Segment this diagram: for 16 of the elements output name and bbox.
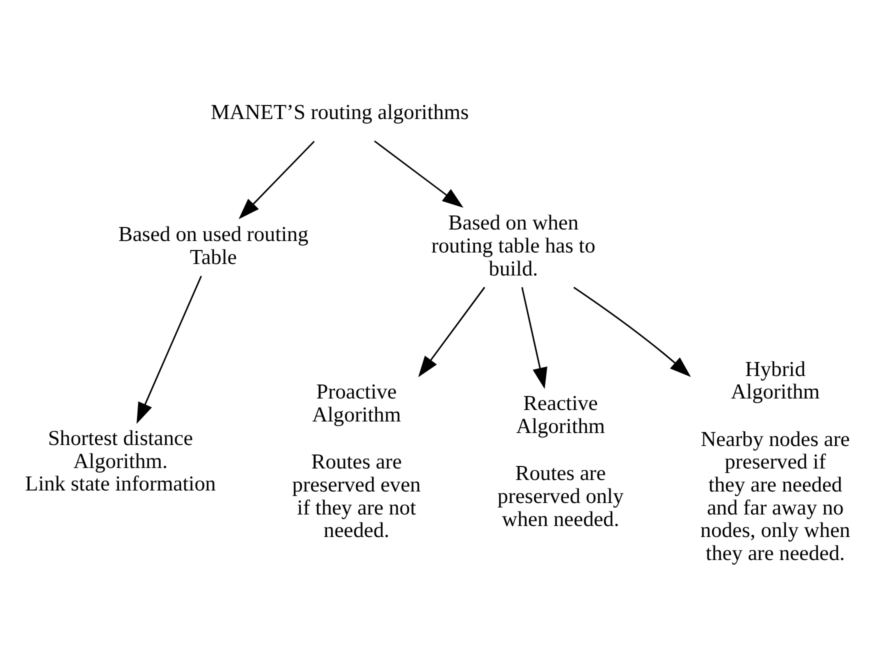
arrow	[573, 286, 691, 378]
node-text: Based on used routing Table	[118, 222, 308, 269]
arrow	[238, 140, 315, 220]
node-text: MANET’S routing algorithms	[210, 100, 469, 124]
arrow	[521, 287, 548, 390]
node-label: Routes are preserved even if they are not needed.	[292, 450, 421, 542]
arrow	[136, 276, 202, 424]
node-text: Based on when routing table has to build.	[431, 210, 596, 280]
node-text: Shortest distance Algorithm. Link state information	[25, 426, 216, 496]
node-label: Routes are preserved only when needed.	[498, 461, 624, 531]
node-text: Proactive Algorithm	[312, 380, 401, 426]
node-label: Nearby nodes are preserved if they are needed and far away no nodes, only when they are needed.	[700, 426, 850, 566]
node-text: Reactive Algorithm	[516, 391, 606, 438]
arrow	[374, 140, 464, 208]
node-text: Hybrid Algorithm	[730, 356, 820, 404]
arrow	[418, 286, 486, 378]
